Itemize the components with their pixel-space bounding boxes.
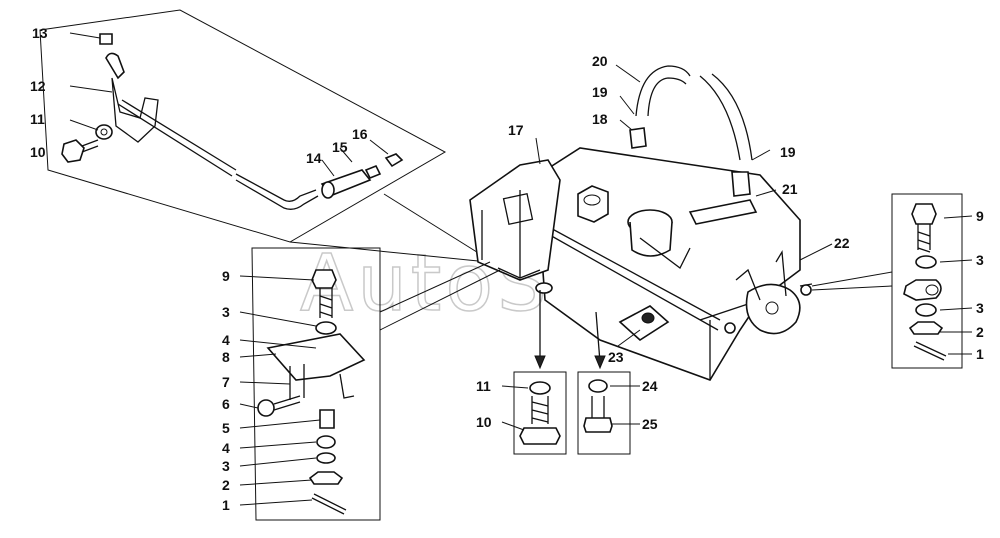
part-3-washer-right-2 [915,303,937,317]
inset-frame [39,9,447,243]
part-16-fitting [384,153,404,168]
callout-19a: 19 [592,84,608,100]
center-detail-box-a [501,290,567,455]
part-3-lower [316,452,336,464]
part-12-fitting [105,52,125,80]
part-2-nut [308,471,344,485]
callout-3-left: 3 [222,304,230,320]
part-5-spacer [319,409,335,429]
part-6-bolt [257,399,275,417]
left-box-frame [251,247,381,521]
callout-19b: 19 [780,144,796,160]
callout-11-center: 11 [476,378,491,394]
callout-15: 15 [332,139,348,155]
fuel-line-inset [39,9,447,243]
callout-9-left: 9 [222,268,230,284]
part-15-nut [321,181,335,199]
callout-25: 25 [642,416,658,432]
callout-1-right: 1 [976,346,984,362]
callout-20: 20 [592,53,608,69]
callout-13: 13 [32,25,48,41]
part-24-washer [588,379,608,393]
part-22-mount [745,283,801,335]
part-21-fitting [731,171,751,197]
part-8-bracket [266,333,366,381]
right-detail-box [891,193,973,369]
part-4-bushing-right [903,279,942,301]
part-23-pad [618,305,670,342]
part-3-washer-right [915,255,937,269]
callout-24: 24 [642,378,658,394]
part-20-hose [635,65,691,117]
callout-10: 10 [30,144,46,160]
center-detail-box-b [577,311,640,455]
part-10-bolt [61,139,85,163]
part-12-bracket [111,77,159,143]
box-b-frame [577,371,631,455]
fuel-tank [469,64,893,381]
part-18-fitting [629,127,647,149]
callout-5-left: 5 [222,420,230,436]
callout-10-center: 10 [476,414,492,430]
callout-7-left: 7 [222,374,230,390]
part-13-cap [99,33,113,45]
part-1-pin-right [913,341,947,361]
right-box-frame [891,193,963,369]
tank-body [529,147,801,381]
part-2-nut-right [908,321,944,335]
callout-4b-left: 4 [222,440,230,456]
callout-3b-right: 3 [976,300,984,316]
callout-4-left: 4 [222,332,230,348]
callout-8-left: 8 [222,349,230,365]
part-25-bolt [591,396,605,418]
part-21-bracket [688,199,758,225]
part-3-washer [315,321,337,335]
callout-12: 12 [30,78,46,94]
part-17-bracket [469,159,561,281]
part-11-washer [95,124,113,140]
part-1-pin [311,493,347,515]
callout-23: 23 [608,349,624,365]
drain-plug [535,282,553,294]
sender-unit [577,185,609,223]
callout-1-left: 1 [222,497,230,513]
part-4-lower [316,435,336,449]
callout-17: 17 [508,122,524,138]
part-9-bolt-right [911,203,937,225]
callout-22: 22 [834,235,850,251]
callout-6-left: 6 [222,396,230,412]
callout-2-left: 2 [222,477,230,493]
callout-16: 16 [352,126,368,142]
callout-9-right: 9 [976,208,984,224]
callout-21: 21 [782,181,798,197]
part-9-bolt [311,269,337,289]
callout-3-right: 3 [976,252,984,268]
callout-14: 14 [306,150,322,166]
callout-2-right: 2 [976,324,984,340]
box-a-frame [513,371,567,455]
callout-3b-left: 3 [222,458,230,474]
callout-11: 11 [30,111,45,127]
part-11-lockwasher [529,381,551,395]
callout-18: 18 [592,111,608,127]
callout-numbers: 13 12 11 10 14 15 16 17 18 19 20 19 21 2… [30,25,984,513]
left-detail-box [239,247,501,521]
